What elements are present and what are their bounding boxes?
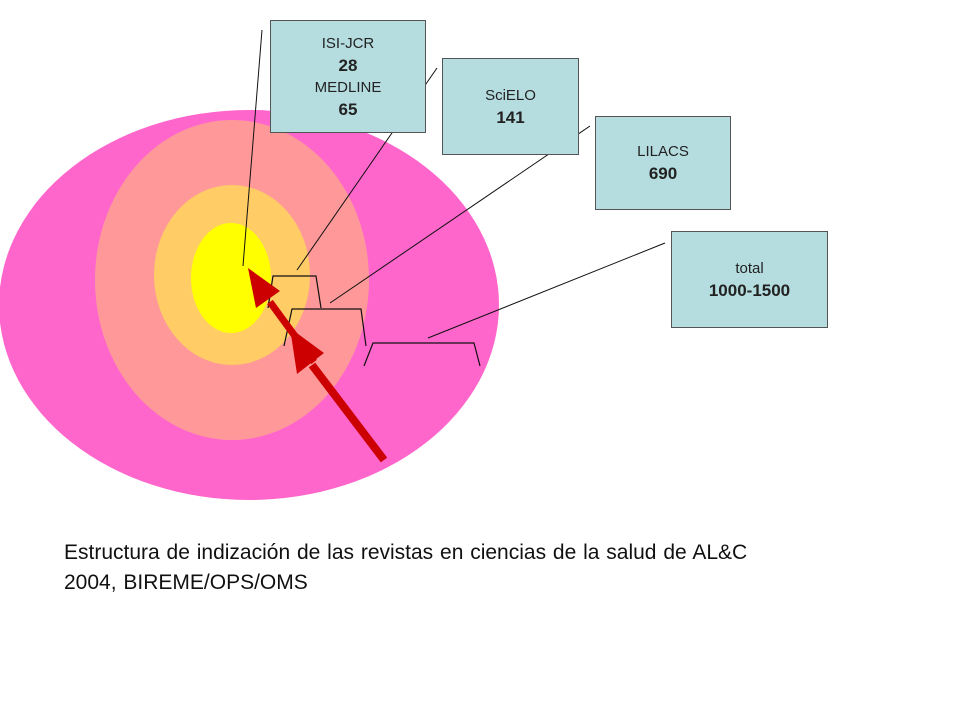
label-lilacs: LILACS bbox=[637, 143, 689, 160]
leader-line-isi bbox=[242, 29, 263, 267]
label-medline: MEDLINE bbox=[314, 78, 382, 96]
label-box-scielo: SciELO 141 bbox=[442, 58, 579, 155]
value-medline: 65 bbox=[338, 99, 358, 119]
arrow-head-upper bbox=[248, 268, 280, 308]
label-box-total: total 1000-1500 bbox=[671, 231, 828, 328]
leader-line-lilacs bbox=[329, 125, 591, 304]
arrow-shaft-lower bbox=[308, 362, 388, 463]
caption-line-1: Estructura de indización de las revistas… bbox=[64, 541, 748, 564]
arrow-shaft-upper bbox=[267, 299, 317, 365]
label-box-isi-medline: ISI-JCR 28 MEDLINE 65 bbox=[270, 20, 426, 133]
label-isi-jcr: ISI-JCR bbox=[321, 34, 375, 52]
label-box-lilacs: LILACS 690 bbox=[595, 116, 731, 210]
value-isi-jcr: 28 bbox=[338, 55, 358, 75]
caption-line-2: 2004, BIREME/OPS/OMS bbox=[64, 571, 308, 594]
label-scielo: SciELO bbox=[485, 86, 536, 104]
label-total: total bbox=[735, 259, 764, 277]
arrows bbox=[248, 268, 388, 463]
value-lilacs: 690 bbox=[648, 164, 678, 183]
leader-line-total bbox=[427, 242, 666, 339]
bracket-total bbox=[363, 342, 481, 367]
diagram-caption: Estructura de indización de las revistas… bbox=[64, 538, 924, 598]
value-scielo: 141 bbox=[496, 107, 525, 127]
core bbox=[191, 223, 271, 333]
value-total: 1000-1500 bbox=[708, 280, 791, 300]
